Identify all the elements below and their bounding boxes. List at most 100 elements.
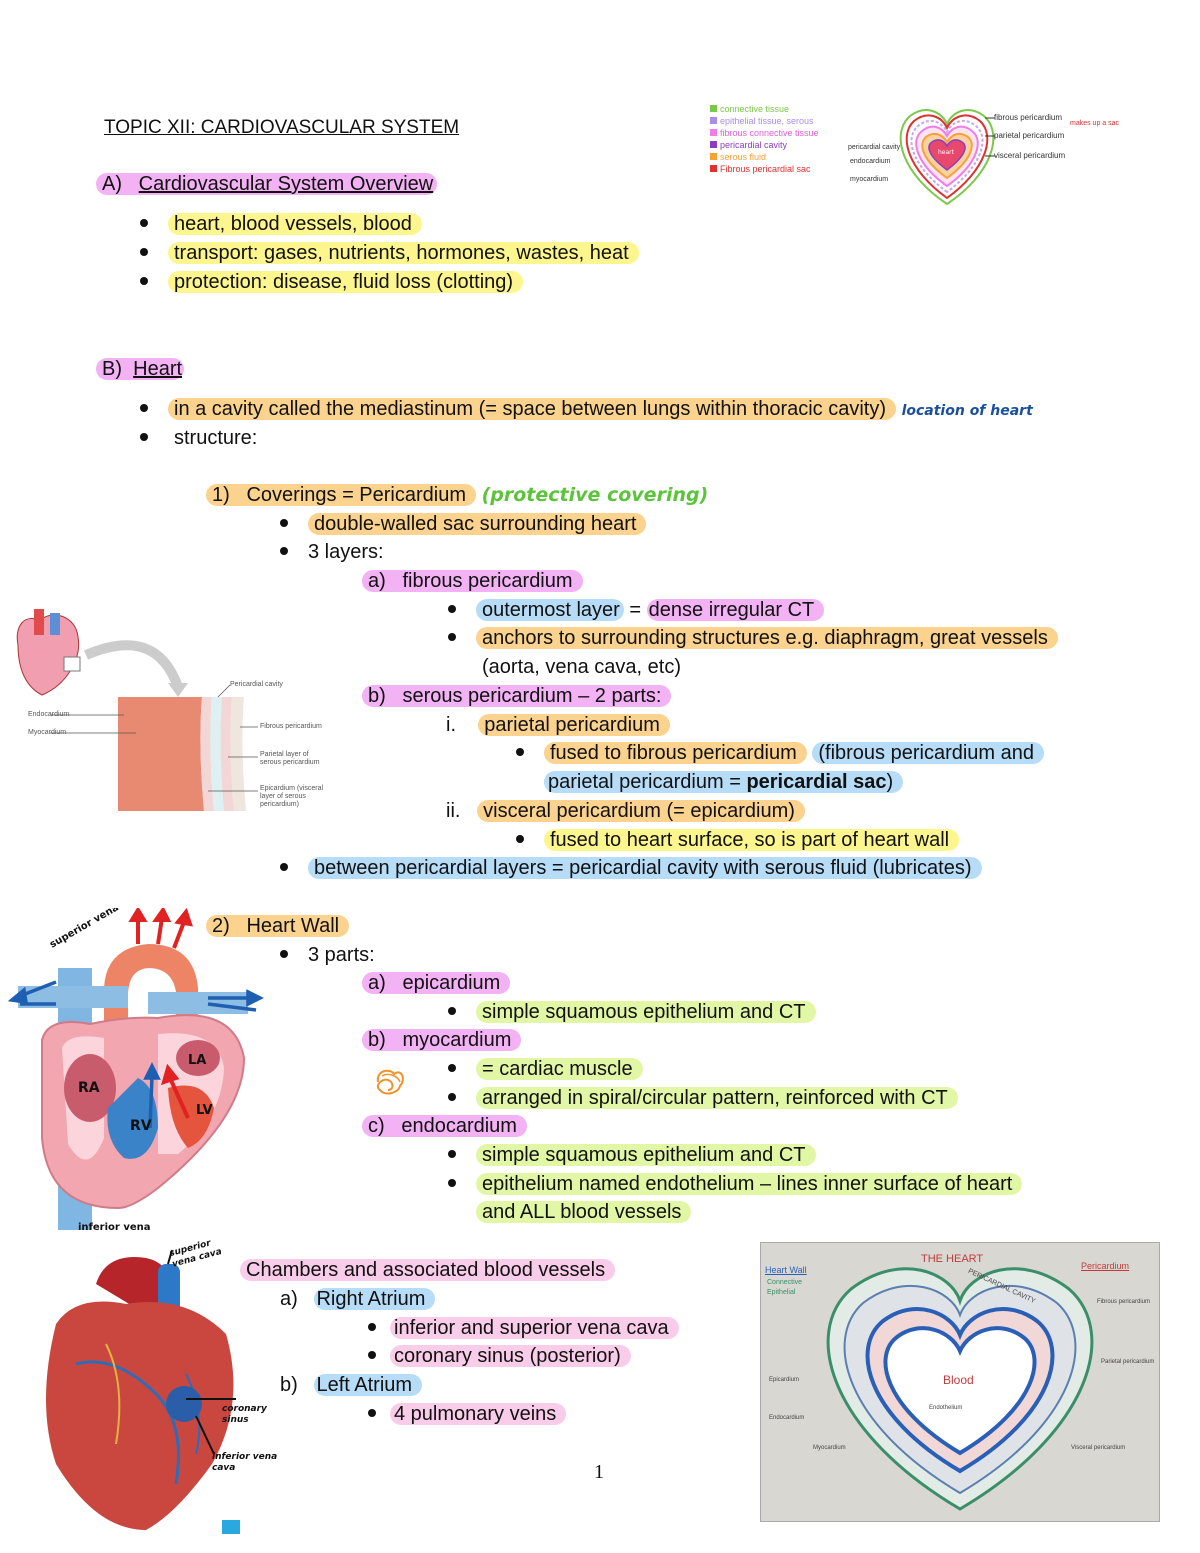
bullet-icon (448, 1007, 456, 1015)
bullet-icon (448, 1179, 456, 1187)
legend-item: pericardial cavity (710, 140, 787, 151)
bullet-icon (280, 950, 288, 958)
list-item: simple squamous epithelium and CT (448, 1143, 816, 1167)
handwritten-note: location of heart (901, 403, 1033, 419)
page-title: TOPIC XII: CARDIOVASCULAR SYSTEM (104, 117, 460, 138)
bullet-icon (368, 1323, 376, 1331)
sub-sub-heading: ii. visceral pericardium (= epicardium) (446, 799, 805, 823)
heart-wall-photo: THE HEART Heart Wall Connective Epitheli… (760, 1242, 1160, 1522)
list-item-continuation: and ALL blood vessels (476, 1200, 692, 1224)
legend-item: epithelial tissue, serous (710, 116, 814, 127)
sub-heading: b) serous pericardium – 2 parts: (362, 684, 672, 708)
legend-swatch (710, 129, 717, 136)
list-item-continuation: (aorta, vena cava, etc) (482, 656, 681, 678)
photo-label: Heart Wall (765, 1265, 807, 1275)
bullet-icon (368, 1351, 376, 1359)
sketch-heart-label: heart (938, 149, 955, 156)
layer-label: Myocardium (28, 729, 67, 736)
bullet-icon (280, 547, 288, 555)
bullet-icon (516, 835, 524, 843)
list-item: simple squamous epithelium and CT (448, 1000, 816, 1024)
list-item: double-walled sac surrounding heart (280, 512, 647, 536)
sketch-leader-lines (985, 117, 995, 157)
sub-heading: b) myocardium (362, 1028, 522, 1052)
sketch-note: makes up a sac (1070, 120, 1120, 127)
photo-label: Epicardium (769, 1377, 800, 1383)
layer-label: Endocardium (28, 711, 70, 718)
list-item: in a cavity called the mediastinum (= sp… (140, 397, 1033, 423)
sub-heading: a) Right Atrium (280, 1287, 436, 1311)
bullet-icon (140, 219, 148, 227)
right-atrium-chamber (64, 1054, 116, 1122)
layer-label: Pericardial cavity (230, 681, 283, 688)
sketch-label: myocardium (850, 176, 889, 183)
sub-heading: a) epicardium (362, 971, 511, 995)
coverings-heading: 1) Coverings = Pericardium (protective c… (206, 483, 708, 507)
list-item: arranged in spiral/circular pattern, rei… (448, 1086, 958, 1110)
photo-label: Visceral pericardium (1071, 1445, 1126, 1451)
page-number: 1 (594, 1461, 604, 1483)
sketch-label: visceral pericardium (994, 151, 1066, 160)
photo-label: Connective (767, 1279, 803, 1286)
photo-label: Blood (943, 1373, 974, 1387)
logo-badge (222, 1520, 240, 1534)
bullet-icon (140, 277, 148, 285)
bullet-icon (448, 1150, 456, 1158)
section-a-heading: A) Cardiovascular System Overview (96, 172, 438, 196)
sub-sub-heading: i. parietal pericardium (446, 713, 670, 737)
list-item-continuation: parietal pericardium = pericardial sac) (544, 770, 904, 794)
list-item: outermost layer = dense irregular CT (448, 598, 825, 622)
anatomical-heart-illustration (46, 1249, 240, 1534)
photo-label: Epithelial (767, 1289, 796, 1296)
left-atrium-chamber (176, 1040, 220, 1076)
bullet-icon (140, 248, 148, 256)
bullet-icon (448, 1064, 456, 1072)
heart-wall-heading: 2) Heart Wall (206, 914, 350, 938)
legend-swatch (710, 117, 717, 124)
legend-item: Fibrous pericardial sac (710, 164, 811, 175)
layer-diagram (16, 609, 258, 811)
legend-swatch (710, 141, 717, 148)
layer-label: Parietal layer of serous pericardium (260, 751, 320, 766)
list-item: transport: gases, nutrients, hormones, w… (140, 241, 639, 265)
bullet-icon (280, 863, 288, 871)
list-item: structure: (140, 426, 257, 450)
list-item: anchors to surrounding structures e.g. d… (448, 626, 1058, 650)
list-item: 3 parts: (280, 943, 375, 967)
bullet-icon (280, 519, 288, 527)
list-item: 3 layers: (280, 540, 384, 564)
layer-label: Epicardium (visceral layer of serous per… (260, 785, 324, 808)
legend-item: serous fluid (710, 152, 766, 163)
legend-swatch (710, 153, 717, 160)
heart-cross-section-diagram: RA LA RV LV superior vena cava inferior … (8, 908, 264, 1233)
photo-label: Fibrous pericardium (1097, 1299, 1151, 1305)
section-b-title: Heart (133, 358, 183, 380)
anatomy-label: coronary sinus (222, 1404, 267, 1425)
pericardium-layer-figure: Pericardial cavity Endocardium Myocardiu… (6, 605, 332, 825)
photo-heart-drawing (826, 1267, 1094, 1511)
small-heart-icon (16, 609, 81, 696)
sub-heading: b) Left Atrium (280, 1373, 423, 1397)
photo-label: Pericardium (1081, 1261, 1130, 1271)
ivc-label: inferior vena (78, 1222, 151, 1233)
list-item: fused to fibrous pericardium (fibrous pe… (516, 741, 1045, 765)
bullet-icon (448, 605, 456, 613)
bullet-icon (140, 404, 148, 412)
list-item: fused to heart surface, so is part of he… (516, 828, 960, 852)
list-item: between pericardial layers = pericardial… (280, 856, 982, 880)
photo-title: THE HEART (921, 1253, 984, 1265)
photo-label: Endocardium (769, 1415, 805, 1421)
legend-swatch (710, 165, 717, 172)
list-item: heart, blood vessels, blood (140, 212, 422, 236)
layer-label: Fibrous pericardium (260, 723, 322, 730)
legend-swatch (710, 105, 717, 112)
photo-label: Parietal pericardium (1101, 1359, 1155, 1365)
bullet-icon (516, 748, 524, 756)
rv-label: RV (130, 1118, 152, 1134)
list-item: inferior and superior vena cava (368, 1316, 679, 1340)
list-item: epithelium named endothelium – lines inn… (448, 1172, 1023, 1196)
sketch-label: endocardium (850, 158, 891, 165)
handwritten-note: (protective covering) (481, 484, 709, 506)
sketch-label: pericardial cavity (848, 144, 901, 151)
color-legend: connective tissue epithelial tissue, ser… (710, 104, 820, 180)
